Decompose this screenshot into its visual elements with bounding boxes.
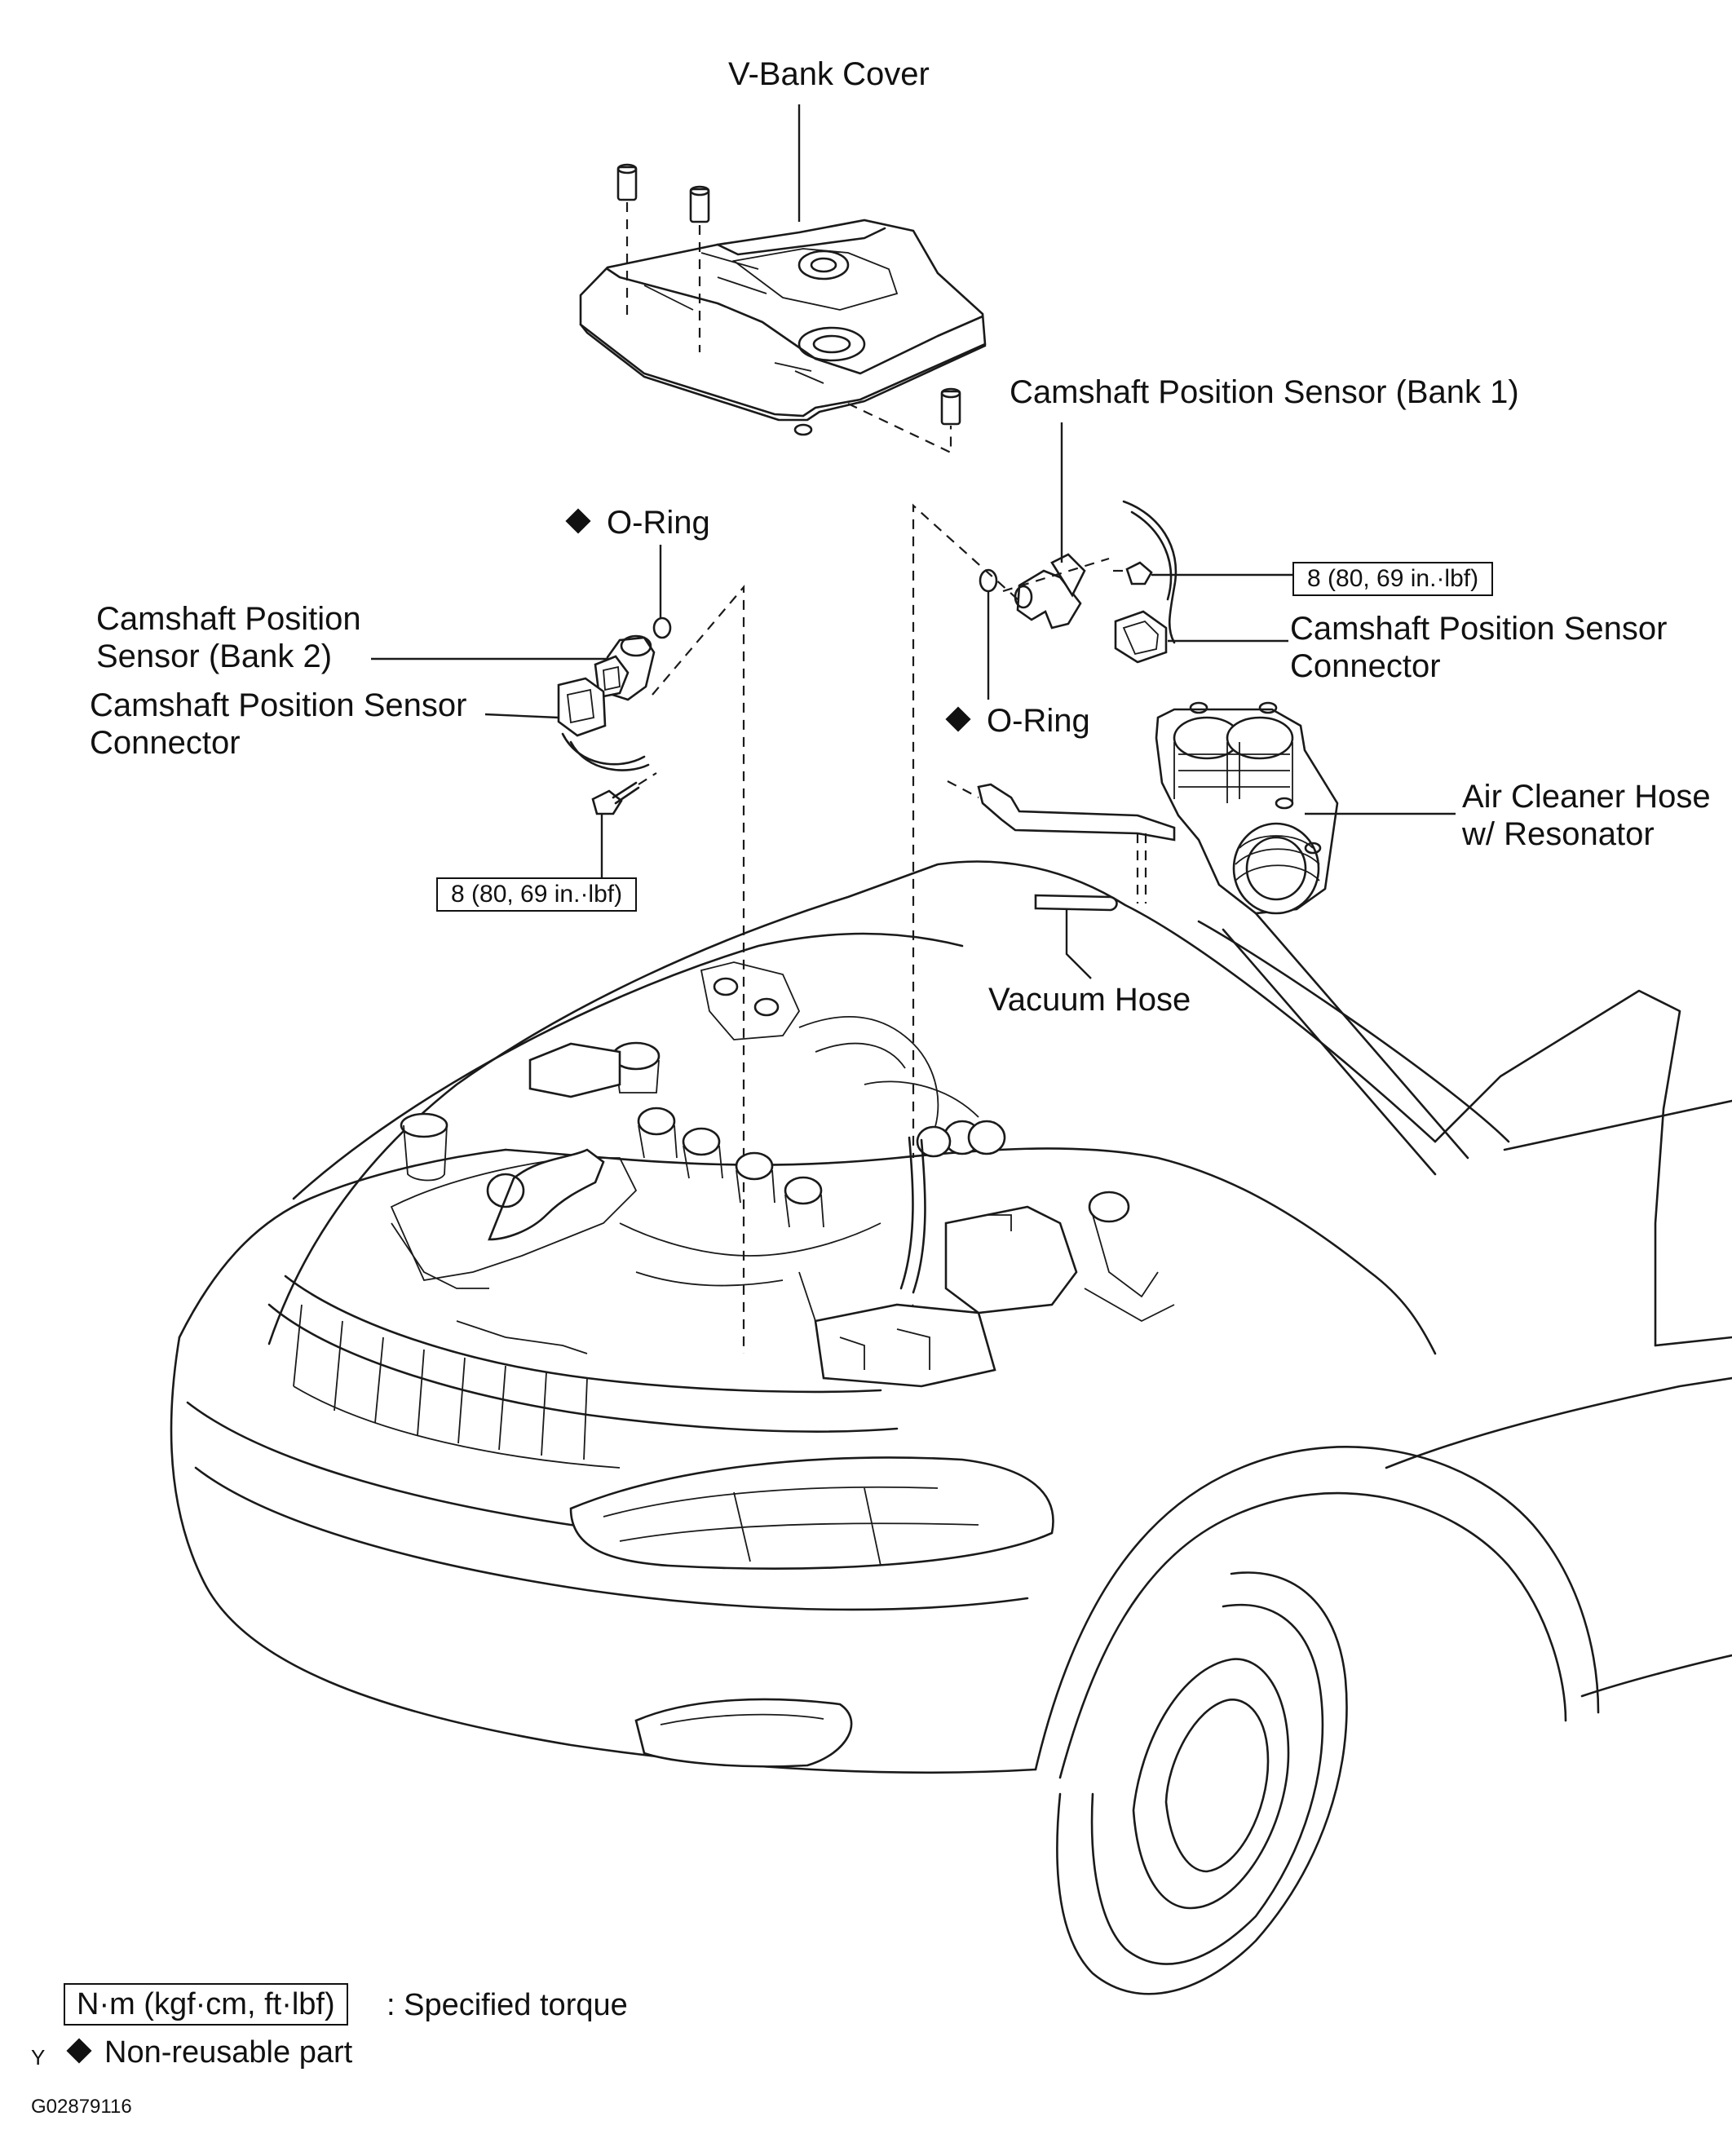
label-air-cleaner-hose: Air Cleaner Hose w/ Resonator [1462, 778, 1711, 853]
cmp-bank2-line2: Sensor (Bank 2) [96, 638, 333, 674]
legend-non-reusable-text: Non-reusable part [104, 2035, 353, 2070]
air-cleaner-hose-part [947, 701, 1456, 915]
label-cmp-bank1: Camshaft Position Sensor (Bank 1) [1010, 374, 1519, 410]
non-reusable-diamond-icon [945, 706, 971, 732]
v-bank-cover-part [579, 219, 987, 436]
legend-torque-unit: N·m (kgf·cm, ft·lbf) [64, 1983, 348, 2026]
label-vacuum-hose: Vacuum Hose [988, 982, 1191, 1018]
label-cmp-connector-left: Camshaft Position Sensor Connector [90, 687, 466, 762]
torque-box-right: 8 (80, 69 in.·lbf) [1292, 562, 1494, 596]
cmp-conn-right-line2: Connector [1290, 648, 1441, 684]
cmp-conn-right-line1: Camshaft Position Sensor [1290, 611, 1668, 647]
legend-non-reusable: Non-reusable part [66, 2034, 353, 2071]
label-cmp-connector-right: Camshaft Position Sensor Connector [1290, 610, 1667, 685]
cmp-sensor-bank2-part [371, 545, 672, 701]
cmp-connector-left-part [484, 677, 650, 771]
label-o-ring-right: O-Ring [945, 702, 1090, 740]
air-cleaner-line1: Air Cleaner Hose [1462, 779, 1711, 815]
legend-torque-desc: : Specified torque [387, 1988, 628, 2022]
label-v-bank-cover: V-Bank Cover [728, 56, 930, 92]
label-o-ring-top: O-Ring [565, 504, 710, 541]
cmp-sensor-bank1-part [979, 422, 1086, 700]
cmp-conn-left-line1: Camshaft Position Sensor [90, 687, 467, 723]
non-reusable-diamond-icon [66, 2038, 92, 2064]
torque-box-left: 8 (80, 69 in.·lbf) [436, 877, 638, 912]
cmp-bank2-line1: Camshaft Position [96, 601, 361, 637]
engine-assembly-drawing [390, 961, 1175, 1388]
bolt-left-part [591, 772, 657, 879]
label-cmp-bank2: Camshaft Position Sensor (Bank 2) [96, 600, 361, 675]
cmp-conn-left-line2: Connector [90, 725, 241, 761]
o-ring-right-text: O-Ring [987, 703, 1090, 739]
air-cleaner-line2: w/ Resonator [1462, 816, 1655, 852]
vehicle-body-drawing [170, 860, 1732, 1995]
vacuum-hose-part [1034, 894, 1118, 979]
figure-code: G02879116 [31, 2096, 132, 2118]
bolt-right-part [1113, 561, 1292, 585]
cmp-connector-right-part [1114, 500, 1288, 664]
o-ring-top-text: O-Ring [607, 505, 710, 541]
cover-grommet-parts [616, 163, 961, 454]
non-reusable-diamond-icon [565, 508, 591, 534]
legend-y-mark: Y [31, 2045, 46, 2070]
